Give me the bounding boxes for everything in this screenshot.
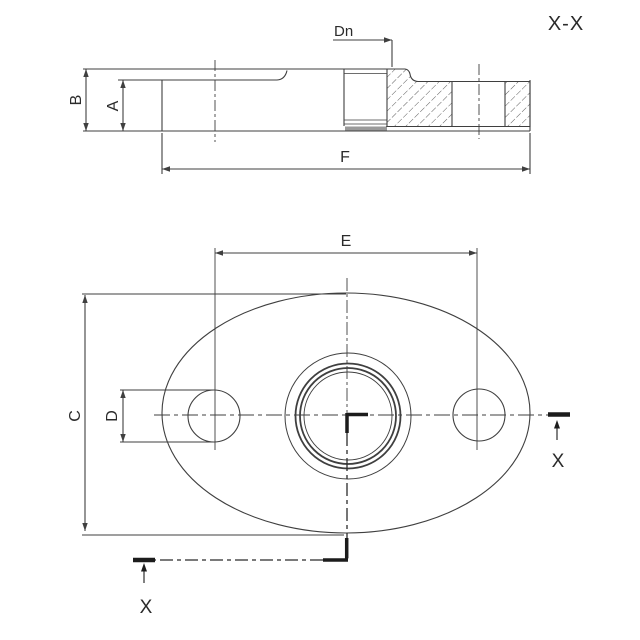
cut-label-X-bottom: X xyxy=(140,597,153,618)
section-marker-bottom: X xyxy=(140,563,153,618)
hatch-area-left xyxy=(386,68,453,128)
section-centerlines xyxy=(214,60,480,142)
dim-label-F: F xyxy=(340,149,350,166)
oval-plate-outline xyxy=(161,292,531,534)
dim-label-C: C xyxy=(67,410,84,422)
dimension-E: E xyxy=(214,233,478,450)
plan-view: E C D xyxy=(67,233,570,618)
boss-circle xyxy=(284,352,412,480)
arrowhead-down xyxy=(120,434,126,442)
hatch-area-right xyxy=(504,80,531,128)
arrowhead-down xyxy=(82,523,88,531)
arrowhead-down xyxy=(120,123,126,131)
dimension-Dn: Dn xyxy=(333,23,393,67)
flange-outline xyxy=(83,68,531,132)
dim-label-Dn: Dn xyxy=(334,23,353,40)
extension-lines xyxy=(120,389,214,443)
extension-lines xyxy=(161,133,531,174)
cut-label-X-right: X xyxy=(552,451,565,472)
dimension-F: F xyxy=(161,133,531,174)
dimension-A: A xyxy=(105,80,126,131)
arrowhead-up xyxy=(141,563,147,572)
arrowhead-up xyxy=(554,420,560,429)
dim-label-D: D xyxy=(104,410,121,422)
dim-label-A: A xyxy=(105,100,122,111)
dimension-D: D xyxy=(104,389,214,443)
arrowhead-up xyxy=(120,390,126,398)
dimension-B: B xyxy=(68,69,89,131)
thread-inner-circle xyxy=(299,367,397,465)
arrowhead-up xyxy=(83,69,89,77)
arrowhead-up xyxy=(82,295,88,303)
thread-lines xyxy=(344,73,387,125)
gasket-face-strip xyxy=(345,126,387,131)
section-cut-line xyxy=(133,412,570,563)
bore-circles xyxy=(284,352,412,480)
arrowhead-right xyxy=(384,37,392,43)
arrowhead-left xyxy=(162,166,170,172)
arrowhead-down xyxy=(83,123,89,131)
dim-label-B: B xyxy=(68,95,85,106)
cut-center-corner xyxy=(345,412,368,433)
section-view: B A F Dn X-X xyxy=(68,13,584,174)
arrowhead-up xyxy=(120,80,126,88)
extension-lines xyxy=(82,293,346,536)
arrowhead-right xyxy=(522,166,530,172)
section-marker-right: X xyxy=(552,420,565,472)
thread-outer-circle xyxy=(294,362,402,470)
dimension-C: C xyxy=(67,293,346,536)
extension-lines xyxy=(214,248,478,450)
arrowhead-right xyxy=(469,250,477,256)
section-title: X-X xyxy=(548,13,584,35)
dim-label-E: E xyxy=(341,233,352,250)
bore-circle xyxy=(303,371,393,461)
arrowhead-left xyxy=(215,250,223,256)
bolt-hole-left xyxy=(187,389,241,443)
cut-bottom-corner xyxy=(323,538,349,562)
